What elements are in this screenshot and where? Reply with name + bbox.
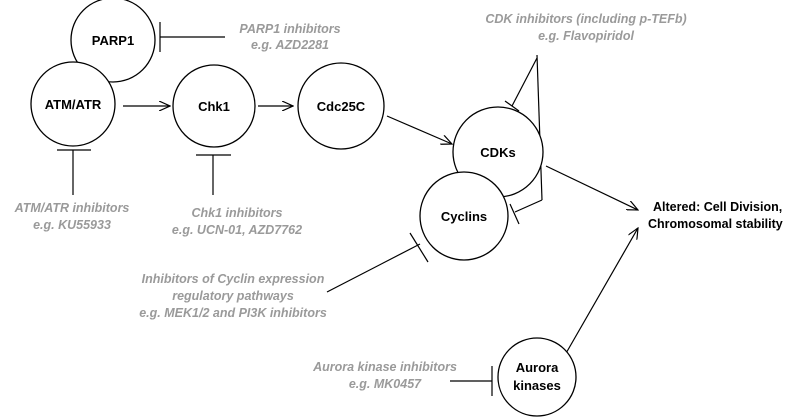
node-cdks-label: CDKs [480, 145, 515, 160]
node-cdc25c-label: Cdc25C [317, 99, 366, 114]
inhibition-cyclin [326, 232, 429, 293]
inhibitor-label-parp1: PARP1 inhibitors e.g. AZD2281 [239, 22, 340, 52]
node-chk1: Chk1 [172, 64, 256, 148]
inhibitor-chk1-line2: e.g. UCN-01, AZD7762 [172, 223, 302, 237]
node-cyclins-label: Cyclins [441, 209, 487, 224]
inhibitor-cyclin-line2: regulatory pathways [172, 289, 294, 303]
edge-cdc25c-to-cdks [386, 115, 452, 144]
outcome-line1: Altered: Cell Division, [653, 200, 782, 214]
inhibition-parp1 [159, 22, 225, 52]
node-atm-atr-label: ATM/ATR [45, 97, 102, 112]
inhibitor-cdk-line2: e.g. Flavopiridol [538, 29, 634, 43]
inhibition-atm-atr [57, 149, 91, 195]
inhibitor-aurora-line2: e.g. MK0457 [349, 377, 422, 391]
inhibitor-label-chk1: Chk1 inhibitors e.g. UCN-01, AZD7762 [172, 206, 302, 237]
node-aurora-label-line2: kinases [513, 378, 561, 393]
inhibitor-cyclin-line1: Inhibitors of Cyclin expression [142, 272, 325, 286]
inhibitor-atm-atr-line1: ATM/ATR inhibitors [14, 201, 130, 215]
node-chk1-label: Chk1 [198, 99, 230, 114]
node-cdc25c: Cdc25C [297, 62, 385, 150]
node-cyclins: Cyclins [419, 171, 509, 261]
inhibitor-cdk-line1: CDK inhibitors (including p-TEFb) [485, 12, 686, 26]
node-parp1: PARP1 [70, 0, 156, 83]
node-aurora-label-line1: Aurora [516, 360, 559, 375]
inhibitor-label-atm-atr: ATM/ATR inhibitors e.g. KU55933 [14, 201, 130, 232]
edge-aurora-to-outcome [564, 228, 638, 356]
outcome-label: Altered: Cell Division, Chromosomal stab… [648, 200, 783, 231]
node-atm-atr: ATM/ATR [30, 61, 116, 147]
inhibitor-label-cdk: CDK inhibitors (including p-TEFb) e.g. F… [485, 12, 686, 43]
inhibitor-cyclin-line3: e.g. MEK1/2 and PI3K inhibitors [139, 306, 327, 320]
inhibitor-chk1-line1: Chk1 inhibitors [192, 206, 283, 220]
node-aurora: Aurora kinases [497, 337, 577, 417]
inhibitor-label-cyclin: Inhibitors of Cyclin expression regulato… [139, 272, 327, 320]
inhibitor-aurora-line1: Aurora kinase inhibitors [312, 360, 457, 374]
inhibitor-parp1-line2: e.g. AZD2281 [251, 38, 329, 52]
inhibition-chk1 [196, 154, 231, 195]
inhibitor-label-aurora: Aurora kinase inhibitors e.g. MK0457 [312, 360, 457, 391]
node-parp1-label: PARP1 [92, 33, 134, 48]
outcome-line2: Chromosomal stability [648, 217, 783, 231]
inhibition-cdk [504, 54, 543, 225]
inhibitor-parp1-line1: PARP1 inhibitors [239, 22, 340, 36]
inhibitor-atm-atr-line2: e.g. KU55933 [33, 218, 111, 232]
edge-cdks-to-outcome [545, 165, 638, 210]
inhibition-aurora [450, 366, 493, 396]
